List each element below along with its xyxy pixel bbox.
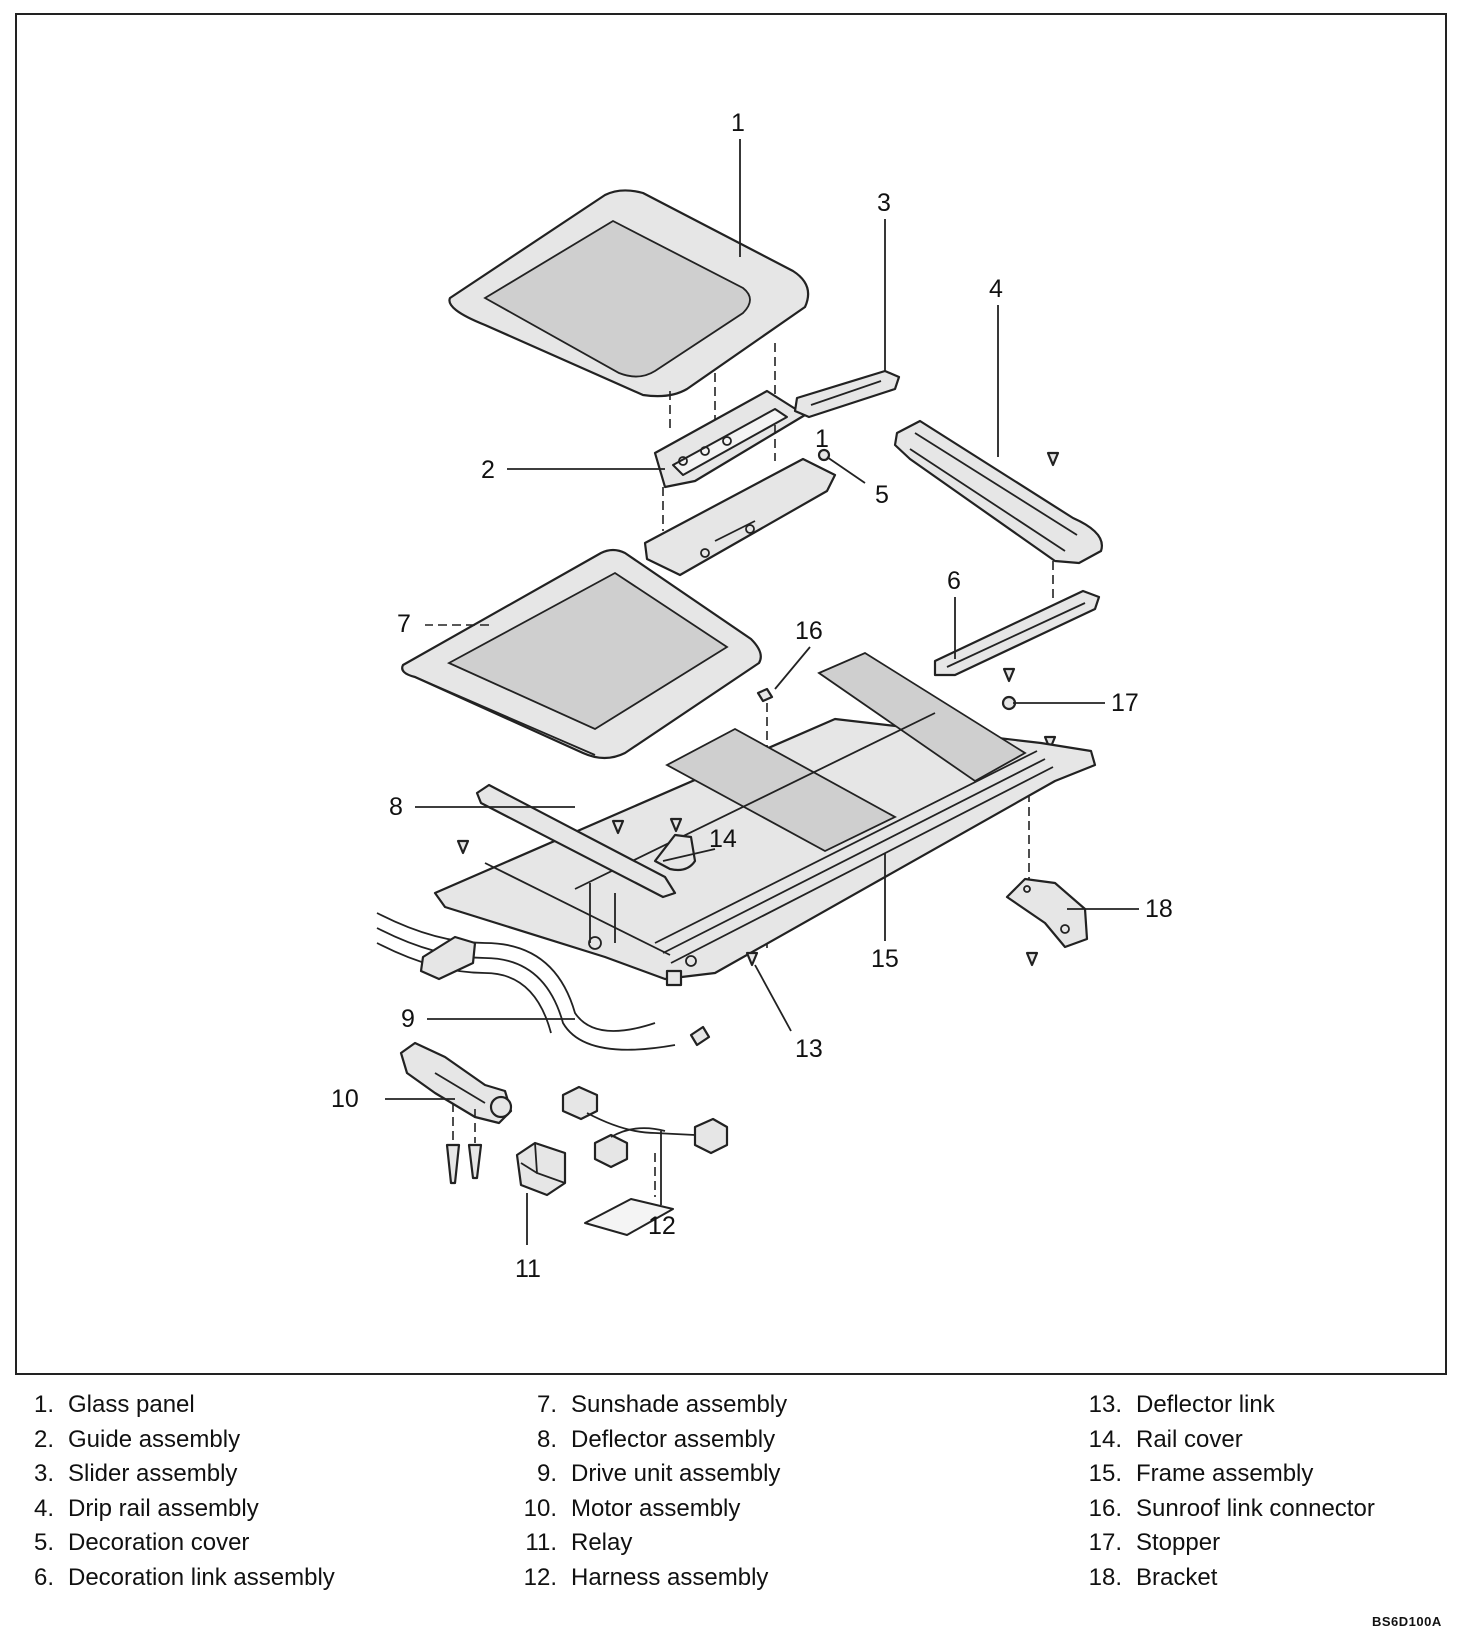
drive-unit-assembly-part: [376, 912, 711, 1051]
legend-item: 15.Frame assembly: [1088, 1460, 1314, 1488]
callout-18: 18: [1145, 895, 1173, 923]
legend-item: 5.Decoration cover: [33, 1529, 250, 1557]
callout-9: 9: [401, 1005, 415, 1033]
legend-item: 12.Harness assembly: [523, 1563, 769, 1591]
legend-item: 13.Deflector link: [1088, 1391, 1275, 1418]
legend-column-3: 13.Deflector link 14.Rail cover 15.Frame…: [1080, 1388, 1375, 1596]
legend-item: 11.Relay: [525, 1529, 633, 1557]
callout-16: 16: [795, 617, 823, 645]
legend-item: 7.Sunshade assembly: [536, 1391, 788, 1418]
motor-assembly-part: [399, 1041, 513, 1125]
callout-2: 2: [481, 456, 495, 484]
callout-6: 6: [947, 567, 961, 595]
legend-column-2: 7.Sunshade assembly 8.Deflector assembly…: [515, 1388, 788, 1596]
sunshade-assembly-part: [401, 548, 762, 760]
slider-assembly-part: [793, 369, 901, 419]
legend-item: 17.Stopper: [1088, 1529, 1221, 1557]
deflector-assembly-part: [475, 783, 677, 943]
decoration-link-assembly-part: [933, 589, 1101, 677]
callout-1b: 1: [815, 425, 829, 453]
deflector-link-part: [745, 951, 759, 967]
legend-item: 16.Sunroof link connector: [1088, 1494, 1375, 1522]
harness-assembly-part: [561, 1085, 729, 1236]
drip-rail-assembly-part: [893, 419, 1103, 565]
sunroof-link-connector-part: [756, 687, 774, 703]
legend-item: 8.Deflector assembly: [536, 1425, 776, 1453]
legend-item: 2.Guide assembly: [33, 1425, 241, 1453]
callout-8: 8: [389, 793, 403, 821]
callout-13: 13: [795, 1035, 823, 1063]
legend-item: 3.Slider assembly: [33, 1460, 238, 1488]
diagram-frame: [15, 13, 1447, 1375]
callout-11: 11: [515, 1255, 541, 1283]
legend-item: 6.Decoration link assembly: [33, 1563, 335, 1591]
legend-item: 9.Drive unit assembly: [536, 1460, 781, 1488]
callout-3: 3: [877, 189, 891, 217]
callout-4: 4: [989, 275, 1003, 303]
callout-12: 12: [648, 1212, 676, 1240]
legend-item: 10.Motor assembly: [523, 1494, 741, 1522]
callout-1: 1: [731, 109, 745, 137]
sunroof-exploded-diagram: 1 2 3 4 1 5 6 7 16 17 8 14 15 18 9 13 10…: [331, 109, 1173, 1283]
decoration-cover-part: [643, 457, 837, 577]
legend-item: 14.Rail cover: [1088, 1425, 1243, 1453]
callout-10: 10: [331, 1085, 359, 1113]
relay-part: [515, 1141, 567, 1197]
callout-5: 5: [875, 481, 889, 509]
legend-item: 4.Drip rail assembly: [33, 1494, 259, 1522]
legend-item: 1.Glass panel: [33, 1391, 195, 1418]
callout-labels: 1 2 3 4 1 5 6 7 16 17 8 14 15 18 9 13 10…: [331, 109, 1173, 1283]
legend-column-1: 1.Glass panel 2.Guide assembly 3.Slider …: [16, 1388, 335, 1596]
callout-15: 15: [871, 945, 899, 973]
frame-assembly-part: [433, 651, 1097, 981]
callout-7: 7: [397, 610, 411, 638]
figure-code: BS6D100A: [1372, 1614, 1442, 1629]
callout-17: 17: [1111, 689, 1139, 717]
bracket-part: [1005, 877, 1089, 949]
callout-14: 14: [709, 825, 737, 853]
leader-lines: [385, 139, 1139, 1245]
glass-panel-part: [448, 189, 810, 398]
legend-item: 18.Bracket: [1088, 1563, 1218, 1591]
guide-assembly-part: [653, 389, 807, 489]
